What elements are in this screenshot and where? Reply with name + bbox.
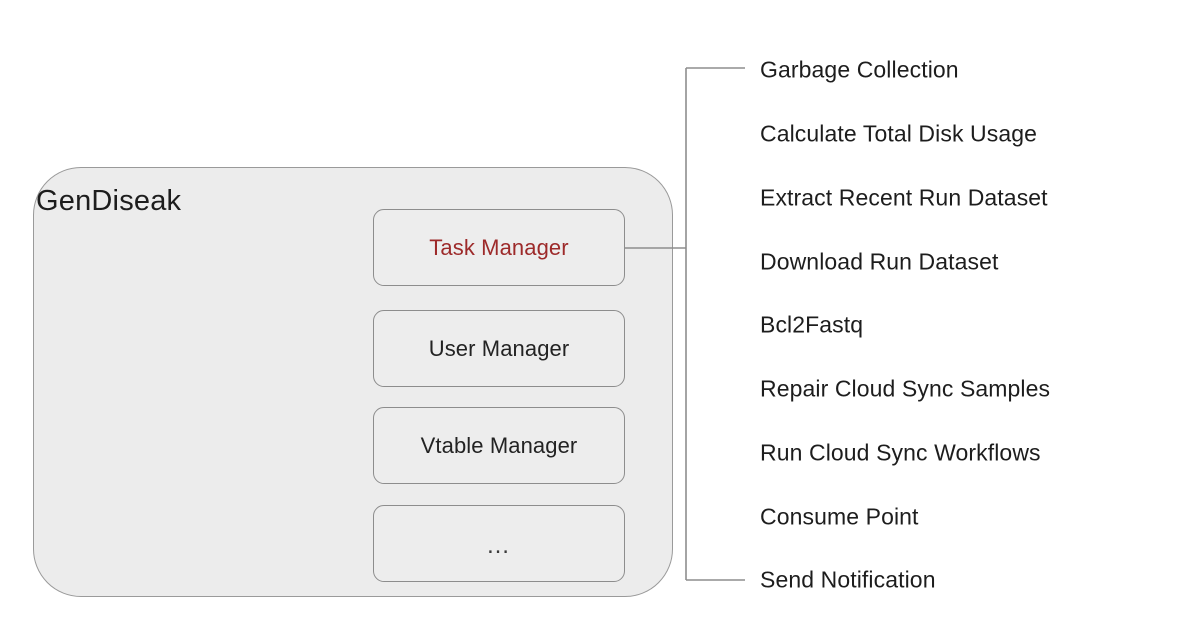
system-name-label: GenDiseak (36, 185, 182, 217)
task-item: Extract Recent Run Dataset (760, 184, 1048, 211)
task-item: Garbage Collection (760, 56, 959, 83)
module-box-user-manager[interactable]: User Manager (373, 310, 625, 387)
module-box-more[interactable]: … (373, 505, 625, 582)
task-item: Bcl2Fastq (760, 311, 864, 338)
task-item: Consume Point (760, 503, 919, 530)
task-item: Send Notification (760, 566, 936, 593)
module-label: Vtable Manager (420, 432, 578, 458)
task-item: Repair Cloud Sync Samples (760, 375, 1051, 402)
module-box-task-manager[interactable]: Task Manager (373, 209, 625, 286)
task-item: Download Run Dataset (760, 248, 999, 275)
task-list: Garbage Collection Calculate Total Disk … (760, 0, 1180, 628)
module-label: User Manager (428, 335, 570, 361)
module-label: Task Manager (429, 234, 569, 260)
task-item: Run Cloud Sync Workflows (760, 439, 1041, 466)
module-label-ellipsis: … (486, 531, 512, 559)
module-box-vtable-manager[interactable]: Vtable Manager (373, 407, 625, 484)
task-item: Calculate Total Disk Usage (760, 120, 1038, 147)
